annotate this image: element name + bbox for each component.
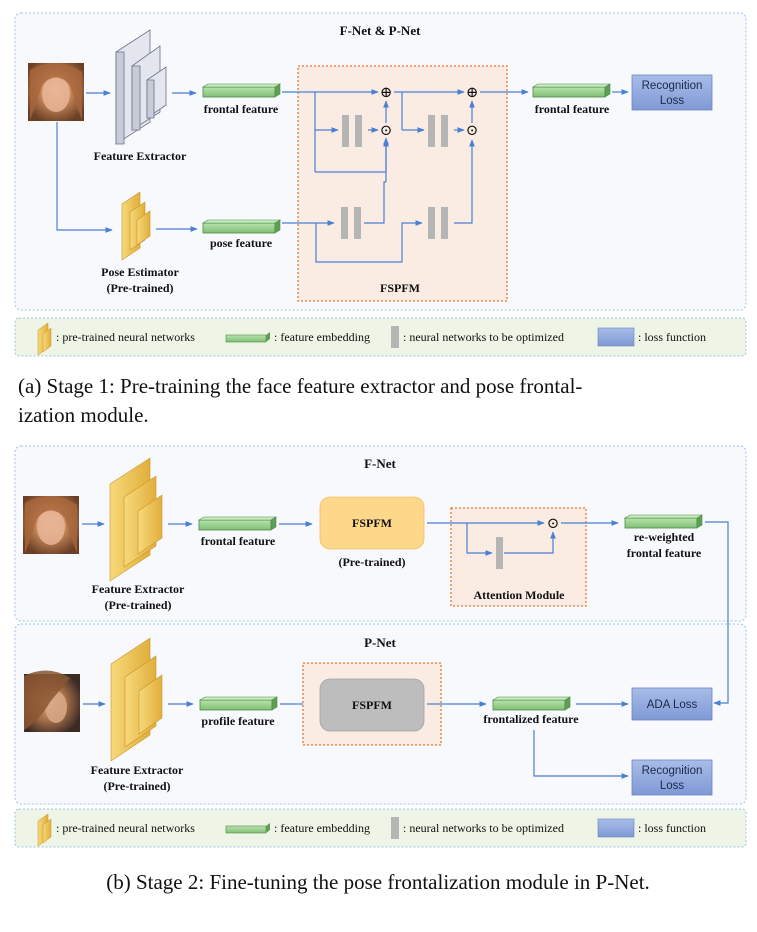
feature-extractor-gold-pnet [110, 637, 163, 762]
frontal-feature-out-embedding [531, 83, 612, 98]
optimized-blocks-stage1 [341, 115, 448, 239]
fspfm-pretrained-box [319, 496, 425, 550]
legend-optimized-icon-2 [391, 817, 399, 839]
pnet-title: P-Net [364, 635, 396, 650]
fnet-extractor-sub-label: (Pre-trained) [104, 598, 171, 612]
caption-a-line1: (a) Stage 1: Pre-training the face featu… [18, 374, 582, 398]
legend-embedding-text-2: : feature embedding [274, 821, 370, 835]
legend-optimized-icon-1 [391, 326, 399, 348]
pose-estimator-sub-label: (Pre-trained) [106, 281, 173, 295]
arrow-image-to-pose-estimator [56, 122, 113, 233]
fspfm-trainable-box [319, 678, 425, 732]
frontal-feature-label: frontal feature [204, 102, 279, 116]
legend-loss-text-2: : loss function [638, 821, 706, 835]
frontal-feature-embedding [201, 83, 282, 98]
pose-estimator-label: Pose Estimator [101, 265, 179, 279]
legend-loss-icon-2 [597, 818, 635, 838]
frontalized-feature-embedding [491, 696, 572, 711]
legend-embedding-text-1: : feature embedding [274, 330, 370, 344]
attention-flow-lines [427, 520, 619, 556]
fnet-frontal-feature-label: frontal feature [201, 534, 276, 548]
fspfm-label-stage1: FSPFM [380, 281, 420, 295]
fnet-title: F-Net [364, 456, 396, 471]
frontalized-feature-label: frontalized feature [483, 712, 579, 726]
pose-estimator-gold [121, 191, 151, 261]
fspfm-pretrained-label: FSPFM [352, 516, 392, 530]
legend-pretrained-text-1: : pre-trained neural networks [56, 330, 195, 344]
legend-optimized-text-1: : neural networks to be optimized [403, 330, 564, 344]
recognition-loss-line1-stage2: Recognition [642, 765, 703, 777]
fspfm-trainable-label: FSPFM [352, 698, 392, 712]
attention-module-box [450, 507, 587, 607]
attention-dot-symbol: ⊙ [547, 516, 560, 532]
plus-symbol-2: ⊕ [466, 85, 479, 101]
legend-pretrained-icon-1 [37, 322, 52, 356]
reweighted-label-line2: frontal feature [627, 546, 702, 560]
pnet-extractor-label: Feature Extractor [91, 763, 184, 777]
stage1-flow-lines [282, 89, 529, 263]
legend-loss-icon-1 [597, 327, 635, 347]
fspfm-pretrained-sub-label: (Pre-trained) [338, 555, 405, 569]
attention-module-label: Attention Module [474, 588, 566, 602]
caption-a-line2: ization module. [18, 403, 149, 427]
stage1-title: F-Net & P-Net [340, 23, 422, 38]
legend-panel-1 [14, 317, 747, 357]
pnet-extractor-sub-label: (Pre-trained) [103, 779, 170, 793]
legend-loss-text-1: : loss function [638, 330, 706, 344]
face-image-frontal-1 [28, 62, 84, 121]
feature-extractor-gold-fnet [109, 457, 163, 582]
profile-feature-embedding [198, 696, 279, 711]
legend-pretrained-text-2: : pre-trained neural networks [56, 821, 195, 835]
legend-embedding-icon-1 [225, 332, 270, 343]
frontal-feature-out-label: frontal feature [535, 102, 610, 116]
recognition-loss-line2-stage2: Loss [660, 780, 685, 792]
ada-loss-label: ADA Loss [647, 699, 698, 711]
recognition-loss-box-stage2 [631, 759, 713, 796]
arrow-frontalized-to-recognition [533, 730, 629, 779]
profile-feature-label: profile feature [201, 714, 275, 728]
feature-extractor-label: Feature Extractor [94, 149, 187, 163]
reweighted-feature-embedding [623, 514, 704, 529]
pose-feature-embedding [201, 219, 282, 234]
caption-b: (b) Stage 2: Fine-tuning the pose fronta… [106, 870, 650, 894]
reweighted-label-line1: re-weighted [634, 530, 695, 544]
dot-symbol-1: ⊙ [380, 123, 393, 139]
fnet-extractor-label: Feature Extractor [92, 582, 185, 596]
dot-symbol-2: ⊙ [466, 123, 479, 139]
legend-embedding-icon-2 [225, 823, 270, 834]
frontal-feature-embedding-fnet [197, 516, 278, 531]
arrow-reweighted-to-ada [705, 521, 729, 706]
attention-optimized-block [496, 537, 503, 569]
recognition-loss-box-stage1 [631, 74, 713, 111]
plus-symbol-1: ⊕ [380, 85, 393, 101]
face-image-profile [24, 670, 80, 732]
feature-extractor-gray [115, 29, 167, 145]
pose-feature-label: pose feature [210, 236, 273, 250]
legend-pretrained-icon-2 [37, 813, 52, 847]
legend-panel-2 [14, 808, 747, 848]
recognition-loss-line2-stage1: Loss [660, 95, 685, 107]
legend-optimized-text-2: : neural networks to be optimized [403, 821, 564, 835]
recognition-loss-line1-stage1: Recognition [642, 80, 703, 92]
ada-loss-box [631, 687, 713, 721]
face-image-frontal-2 [23, 495, 79, 554]
